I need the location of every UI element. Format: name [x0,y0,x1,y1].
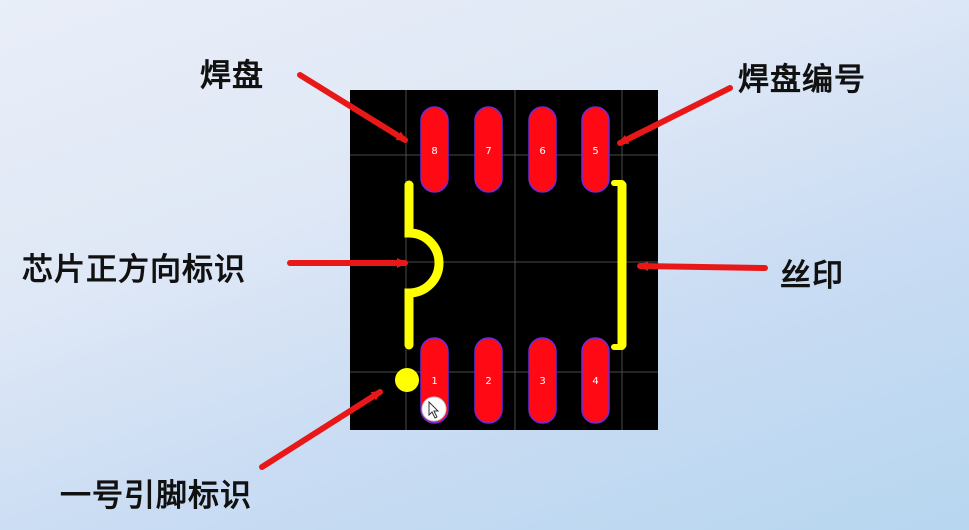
pin-number-3: 3 [539,376,545,387]
pin-number-6: 6 [539,146,545,157]
pin-number-8: 8 [431,146,437,157]
pad-3 [528,337,557,424]
pad-5 [581,106,610,193]
arrow-silkscreen [637,261,768,272]
pin-number-2: 2 [485,376,491,387]
pad-6 [528,106,557,193]
pin-number-5: 5 [592,146,598,157]
cursor-icon [421,396,447,422]
silkscreen-label: 丝印 [780,258,844,294]
pin-number-7: 7 [485,146,491,157]
silkscreen-left-notch [404,180,444,350]
pad-8 [420,106,449,193]
orientation-label: 芯片正方向标识 [22,252,246,288]
arrow-pad [297,72,408,143]
pad-number-label: 焊盘编号 [738,62,866,98]
pin1-dot [395,368,419,392]
pad-4 [581,337,610,424]
pin1-label: 一号引脚标识 [60,478,252,514]
pad-label: 焊盘 [200,58,264,94]
top-pads: 8 7 6 5 [420,106,610,193]
pin-number-4: 4 [592,376,598,387]
arrows [259,72,768,470]
arrow-pad-number [617,85,733,146]
pad-2 [474,337,503,424]
pad-7 [474,106,503,193]
arrow-pin1 [259,389,383,470]
pin-number-1: 1 [431,376,437,387]
